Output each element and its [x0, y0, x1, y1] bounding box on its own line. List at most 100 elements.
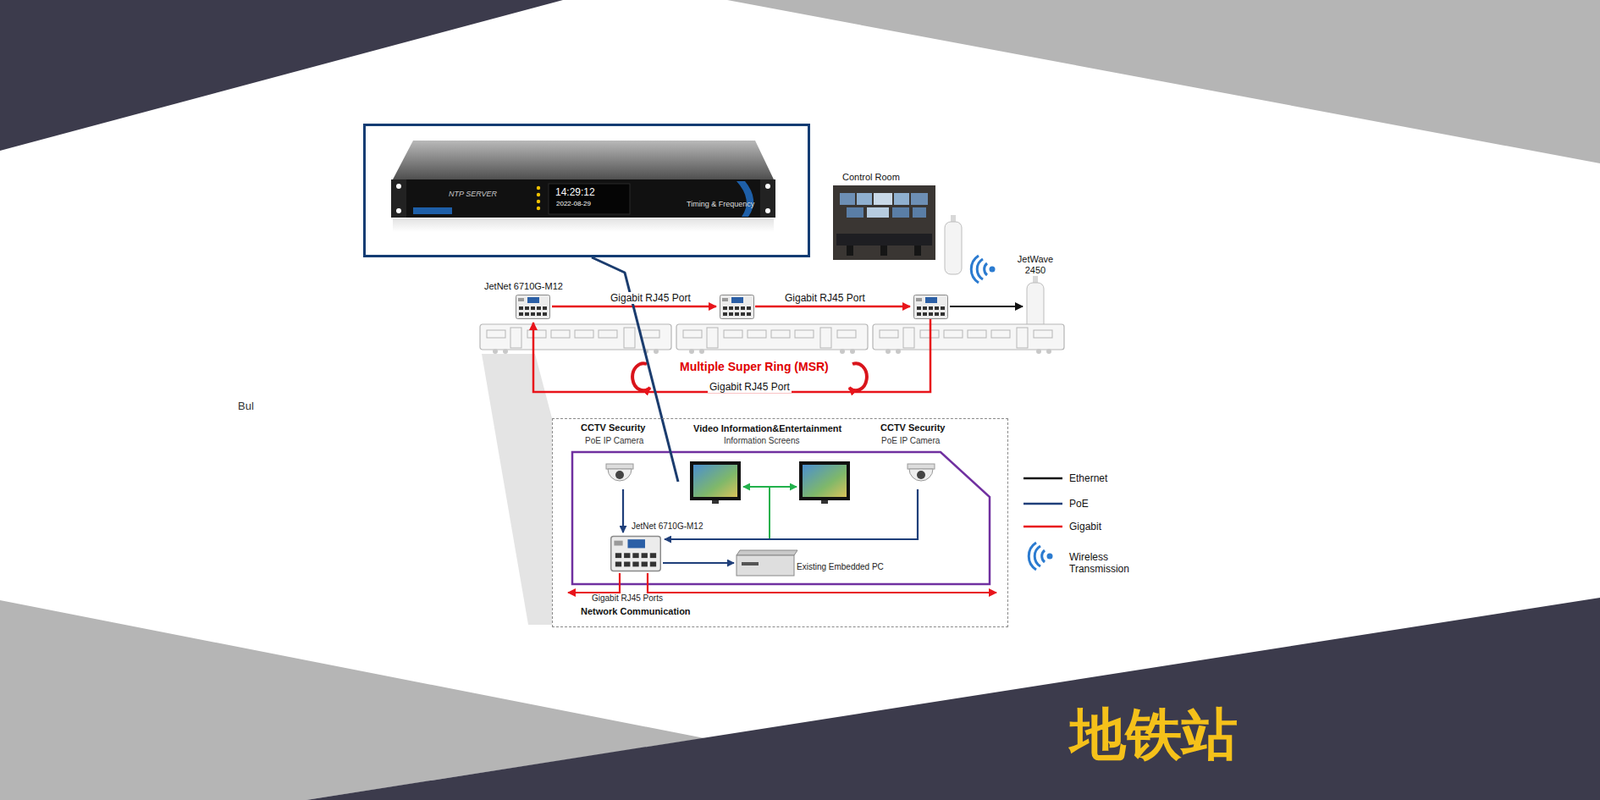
control-room-photo — [880, 245, 888, 256]
train-car — [480, 324, 1065, 354]
control-room-photo — [893, 193, 910, 205]
dome-camera — [916, 470, 926, 480]
legend-entry: PoE — [1069, 497, 1089, 510]
leader-connector — [591, 257, 679, 482]
ethernet-switch — [516, 295, 949, 572]
embedded-pc — [736, 555, 795, 576]
ntp-server-picture — [536, 199, 541, 204]
ethernet-link — [949, 306, 1023, 308]
dome-camera — [907, 463, 935, 469]
control-room-photo — [873, 193, 893, 205]
dome-camera — [607, 468, 632, 481]
legend-sample — [1023, 525, 1063, 529]
ntp-server-picture — [392, 140, 774, 180]
video-link — [768, 486, 771, 539]
ntp-server-picture — [391, 179, 407, 218]
jetwave-antenna — [944, 215, 1044, 336]
info-screen — [821, 500, 828, 504]
embedded-pc — [736, 550, 798, 556]
legend-sample — [1028, 542, 1053, 570]
train-car — [872, 324, 1065, 354]
info-screen — [802, 464, 847, 497]
poe-zone-outline — [572, 452, 990, 585]
legend-entry: Wireless Transmission — [1069, 551, 1141, 576]
device-subtitle: PoE IP Camera — [881, 435, 940, 447]
device-subtitle: PoE IP Camera — [584, 435, 644, 447]
ntp-server-picture — [392, 179, 774, 218]
ethernet-switch — [914, 295, 949, 320]
info-screen — [689, 461, 741, 501]
gigabit-link — [568, 573, 997, 593]
room-label: Control Room — [842, 171, 900, 183]
control-room-photo — [856, 193, 872, 205]
gigabit-link — [647, 573, 997, 593]
device-caption: Timing & Frequency — [686, 199, 755, 210]
ntp-server-picture — [396, 208, 402, 214]
slide-title: 地铁站 — [1070, 704, 1238, 767]
control-room-photo — [866, 207, 889, 218]
ntp-server-picture — [413, 207, 453, 215]
dome-camera — [606, 463, 935, 481]
device-label: JetNet 6710G-M12 — [484, 281, 563, 293]
ntp-server-picture — [536, 193, 541, 197]
jetwave-antenna — [944, 221, 962, 275]
device-title: CCTV Security — [580, 422, 646, 434]
embedded-pc — [736, 550, 798, 576]
link-label: Gigabit RJ45 Port — [707, 380, 792, 393]
jetwave-antenna — [950, 215, 956, 222]
clock-date: 2022-08-29 — [556, 199, 591, 209]
legend-sample — [1023, 478, 1063, 570]
device-name: NTP SERVER — [448, 189, 497, 199]
info-screen — [693, 464, 738, 497]
legend-entry: Gigabit — [1069, 520, 1102, 533]
zoom-wedge — [481, 353, 552, 625]
device-title: CCTV Security — [880, 422, 945, 434]
clock-time: 14:29:12 — [555, 186, 596, 199]
ntp-server-picture — [391, 140, 776, 232]
gigabit-link — [533, 306, 931, 392]
jetwave-antenna — [1032, 275, 1038, 283]
ntp-server-picture — [548, 183, 630, 215]
group-title: Video Information&Entertainment — [693, 423, 842, 435]
link-label: Gigabit RJ45 Port — [608, 292, 693, 304]
ethernet-switch — [720, 295, 755, 320]
ntp-server-picture — [536, 186, 541, 190]
corner-band — [0, 0, 563, 151]
wireless-symbol — [971, 255, 995, 283]
ntp-server-picture — [396, 183, 402, 189]
poe-zone-outline — [572, 452, 990, 585]
train-car — [676, 324, 868, 354]
dome-camera — [909, 468, 933, 481]
ring-title: Multiple Super Ring (MSR) — [679, 359, 829, 375]
ntp-server-picture — [736, 181, 754, 217]
legend-entry: Ethernet — [1069, 472, 1108, 485]
device-label: JetWave 2450 — [1012, 253, 1059, 276]
zoom-region: Video Information&EntertainmentInformati… — [551, 418, 1009, 628]
control-room-photo — [836, 233, 933, 246]
embedded-pc — [741, 562, 759, 566]
stray-note: Bul — [237, 399, 254, 414]
gigabit-link — [568, 573, 620, 593]
control-room-photo — [846, 245, 854, 256]
video-group: Video Information&EntertainmentInformati… — [678, 421, 873, 507]
control-room-photo — [833, 185, 936, 260]
video-link — [743, 486, 797, 539]
control-room-photo — [846, 207, 864, 218]
link-label: Gigabit RJ45 Port — [783, 292, 867, 304]
ethernet-link — [949, 305, 1023, 308]
control-room-photo — [892, 207, 910, 218]
poe-link — [662, 562, 734, 564]
ring-arrow — [632, 363, 651, 391]
wireless-symbol — [971, 255, 995, 283]
legend-sample — [1023, 502, 1063, 506]
ethernet-switch — [516, 295, 551, 320]
control-room-photo — [910, 193, 928, 205]
zoom-wedge — [481, 353, 552, 625]
info-screen — [711, 500, 719, 504]
group-subtitle: Information Screens — [723, 435, 800, 447]
device-label: Existing Embedded PC — [796, 562, 884, 573]
ntp-server-picture — [392, 218, 774, 232]
ntp-server-picture — [765, 208, 771, 214]
control-room-photo — [833, 185, 936, 260]
